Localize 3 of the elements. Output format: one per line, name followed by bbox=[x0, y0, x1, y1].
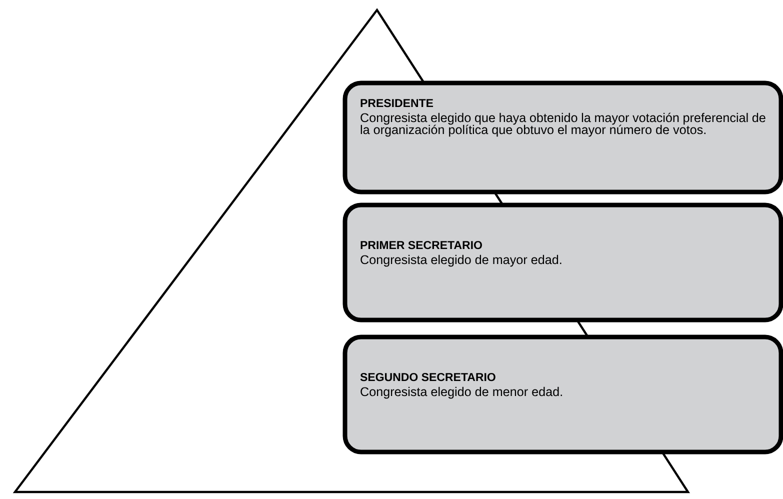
level-box: PRESIDENTE Congresista elegido que haya obtenido la mayor votación preferencial de la organización política que obtuvo el mayor número de votos. bbox=[342, 80, 783, 194]
level-box: SEGUNDO SECRETARIO Congresista elegido de menor edad. bbox=[342, 334, 783, 454]
level-box: PRIMER SECRETARIO Congresista elegido de mayor edad. bbox=[342, 202, 783, 322]
